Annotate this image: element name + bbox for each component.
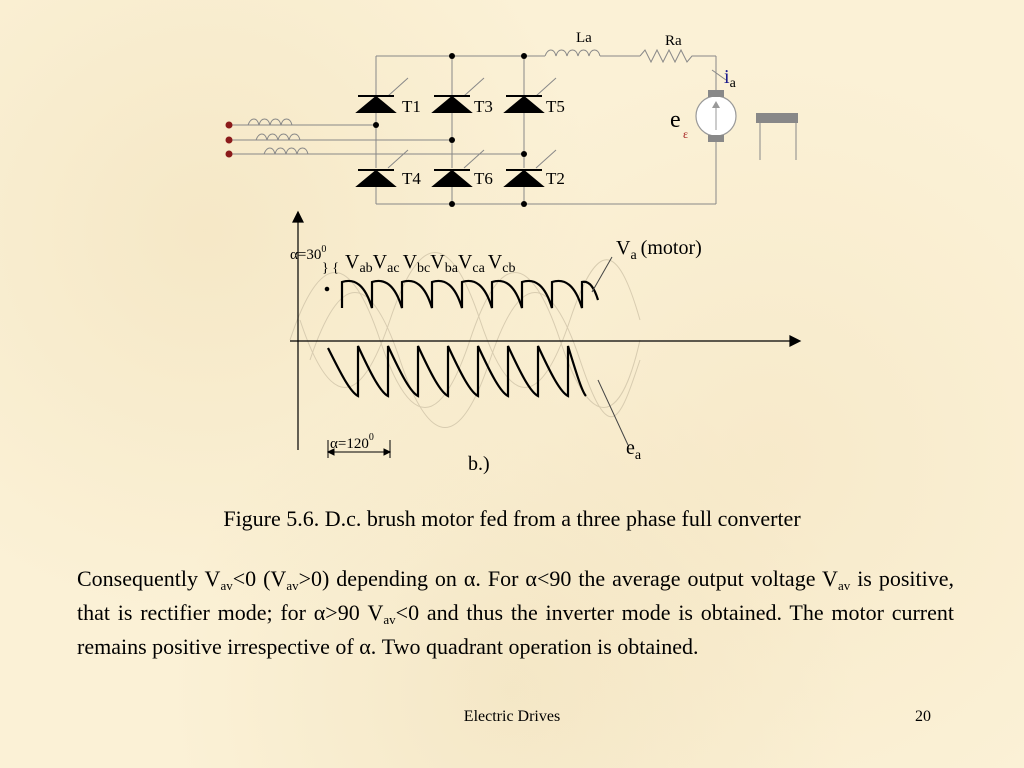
- label-la: La: [576, 30, 592, 46]
- alpha-120-label: α=1200: [330, 432, 374, 452]
- motor-symbol: [695, 90, 737, 142]
- figure-caption: Figure 5.6. D.c. brush motor fed from a …: [223, 506, 801, 531]
- va-motor-label: Va(motor): [616, 237, 702, 263]
- current-label: ia: [724, 66, 737, 91]
- armature-resistor: [639, 48, 700, 64]
- ea-waveform: [327, 345, 587, 398]
- thyristor-symbols: [355, 95, 545, 187]
- leader-lines: [591, 256, 629, 446]
- figure-part-label: b.): [468, 453, 490, 475]
- label-t6: T6: [474, 169, 493, 188]
- field-winding: [756, 113, 798, 123]
- emf-sub-mark: ɛ: [683, 127, 688, 141]
- alpha-30-brace: } {: [322, 261, 339, 276]
- footer-title: Electric Drives: [463, 708, 561, 725]
- emf-label: e: [670, 107, 681, 133]
- circuit-and-waveform-figure: T1 T3 T5 T4 T6 T2 La Ra ia e ɛ: [225, 30, 802, 475]
- va-waveform: [340, 279, 600, 309]
- alpha-markers: [324, 286, 392, 458]
- background-sine-waves: [289, 252, 641, 428]
- alpha-30-label: α=300: [290, 244, 326, 263]
- label-t2: T2: [546, 169, 565, 188]
- waveform-axes: [290, 210, 802, 450]
- supply-coils: [247, 118, 309, 155]
- supply-terminals: [225, 121, 233, 158]
- armature-inductor: [544, 49, 601, 57]
- label-t4: T4: [402, 169, 421, 188]
- ea-label: ea: [626, 437, 642, 463]
- body-paragraph: Consequently Vav<0 (Vav>0) depending on …: [77, 566, 954, 659]
- page-number: 20: [915, 708, 931, 725]
- label-ra: Ra: [665, 33, 682, 49]
- label-t1: T1: [402, 97, 421, 116]
- junction-dots: [373, 53, 527, 207]
- label-t3: T3: [474, 97, 493, 116]
- label-t5: T5: [546, 97, 565, 116]
